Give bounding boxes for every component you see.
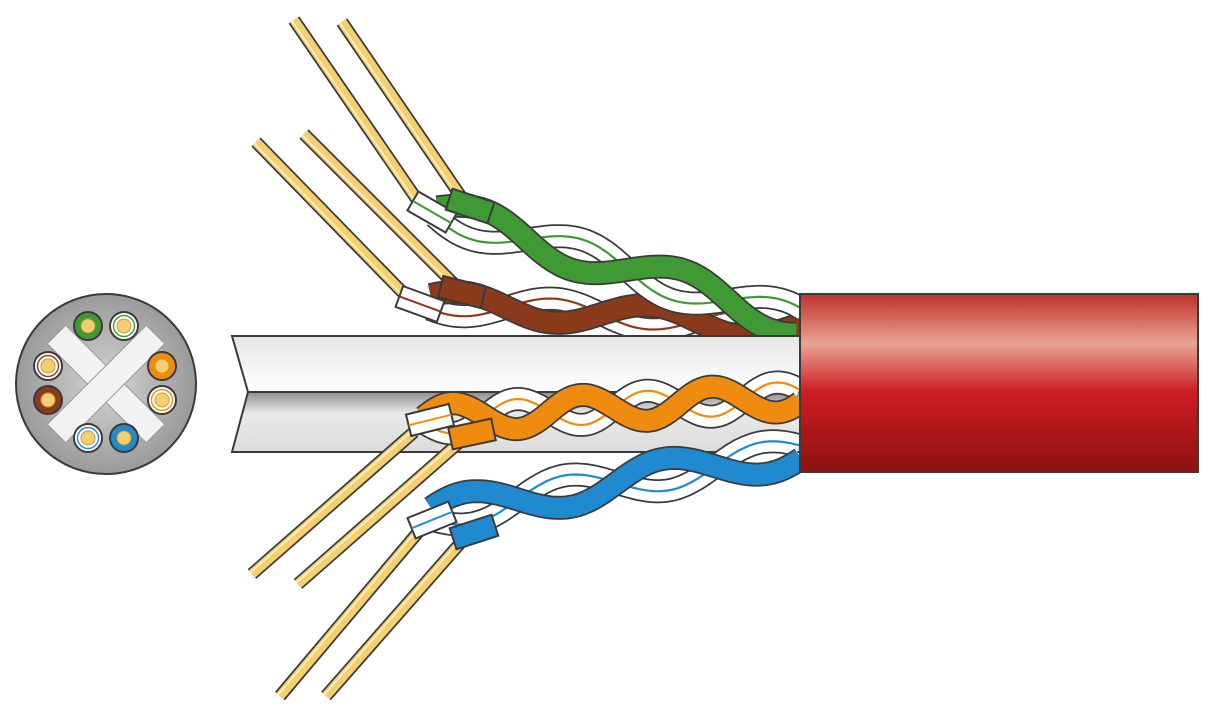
copper-wire-orange-shine (296, 437, 462, 583)
copper-wire-blue-white-shine (277, 528, 419, 696)
brown-white-sleeve-stripe (398, 295, 442, 313)
copper-wire-blue-white (276, 526, 424, 700)
blue-white-sleeve-stripe (411, 510, 453, 530)
conductor-orange (147, 351, 177, 381)
copper-core (80, 318, 96, 334)
copper-wire-green-white (290, 17, 424, 207)
copper-core (154, 392, 170, 408)
jacket-body (799, 293, 1199, 473)
lower-pairs (247, 370, 808, 701)
stripe (36, 354, 60, 378)
copper-wire-brown-white-shine (253, 142, 409, 303)
stripe (112, 314, 136, 338)
blue-pair-colour-strand (425, 447, 807, 519)
conductor-blue (109, 423, 139, 453)
copper-core (116, 430, 132, 446)
conductor-brown (33, 385, 63, 415)
blue-sleeve (448, 513, 500, 551)
copper-wire-green (338, 19, 470, 207)
conductor-brown-white (33, 351, 63, 381)
green-pair-colour-strand (435, 195, 797, 345)
copper-wire-green-white-shine (291, 20, 419, 206)
copper-wire-orange-white (248, 428, 418, 578)
orange-white-sleeve-stripe (408, 413, 452, 427)
copper-wire-blue (322, 528, 474, 700)
copper-wire-brown (300, 130, 460, 290)
green-sleeve (444, 187, 496, 225)
spline-arm (46, 324, 166, 444)
outer-jacket (799, 293, 1199, 473)
brown-sleeve (436, 274, 488, 310)
cross-section-conductors (33, 311, 177, 453)
green-white-sleeve-stripe (412, 200, 452, 224)
conductor-green (73, 311, 103, 341)
orange-sleeve (447, 417, 497, 451)
cable-cross-section (15, 293, 197, 475)
stripe (76, 426, 100, 450)
copper-wire-orange-white-shine (250, 429, 414, 573)
cross-section-spline (46, 324, 166, 444)
conductor-green-white (109, 311, 139, 341)
copper-core (116, 318, 132, 334)
orange-pair-colour-strand (417, 376, 807, 440)
copper-wire-brown-shine (301, 134, 456, 289)
copper-wire-blue-shine (323, 530, 469, 696)
upper-pairs (251, 16, 811, 349)
copper-wire-orange (294, 436, 466, 588)
conductor-orange-white (147, 385, 177, 415)
copper-wire-green-shine (339, 22, 465, 206)
copper-core (80, 430, 96, 446)
copper-core (40, 392, 56, 408)
conductor-blue-white (73, 423, 103, 453)
copper-core (154, 358, 170, 374)
copper-wire-brown-white (252, 138, 414, 304)
copper-core (40, 358, 56, 374)
stripe (150, 388, 174, 412)
